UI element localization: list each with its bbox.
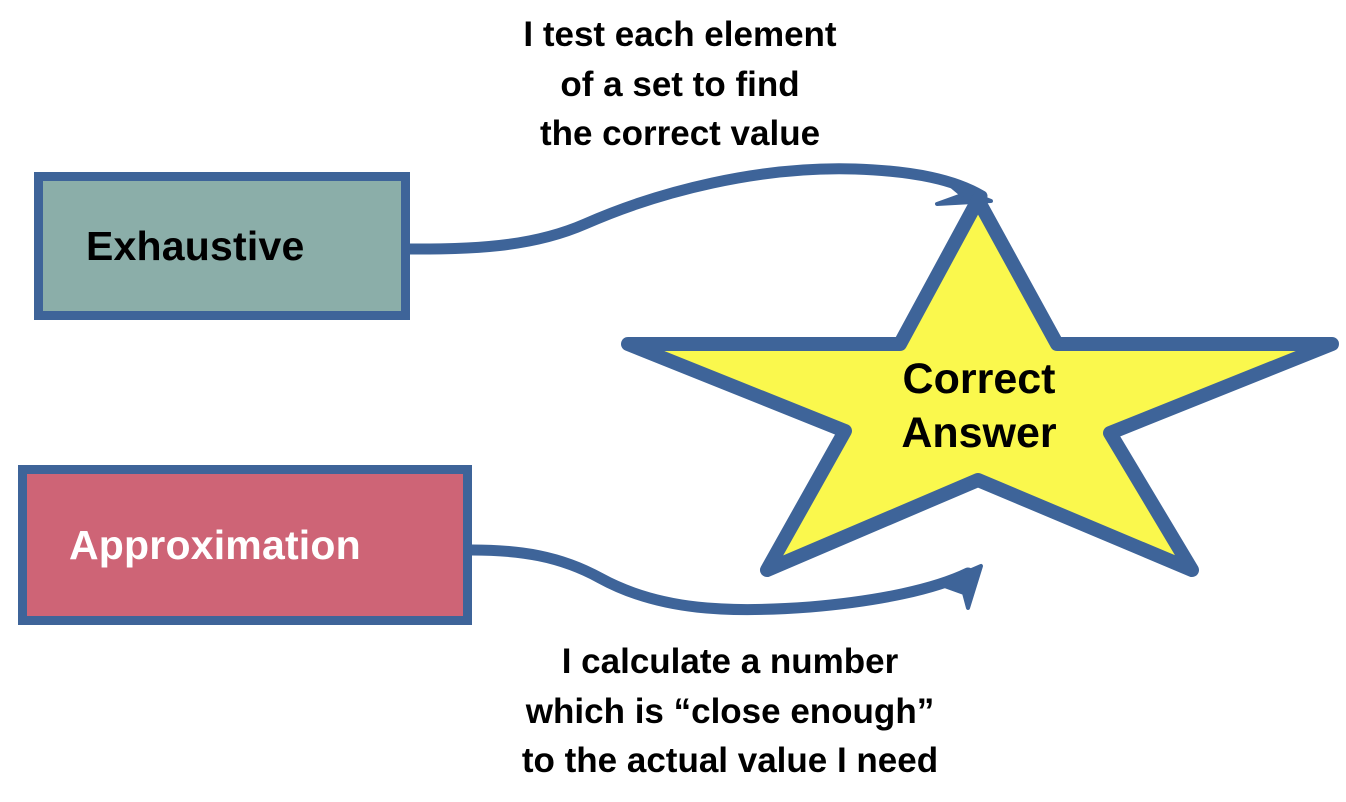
caption-exhaustive: I test each element of a set to find the…	[523, 15, 837, 154]
node-exhaustive[interactable]: Exhaustive	[34, 172, 410, 320]
node-approximation-label: Approximation	[69, 521, 361, 568]
star-shape	[621, 193, 1339, 577]
connector-approximation-to-target	[466, 544, 983, 616]
connector-exhaustive-path	[404, 163, 988, 255]
caption-approximation: I calculate a number which is “close eno…	[521, 642, 939, 781]
node-exhaustive-label: Exhaustive	[86, 222, 305, 269]
connector-exhaustive-to-target	[404, 163, 993, 255]
node-approximation[interactable]: Approximation	[18, 465, 472, 625]
connector-approximation-arrowhead	[937, 564, 983, 610]
connector-approximation-path	[466, 544, 974, 616]
